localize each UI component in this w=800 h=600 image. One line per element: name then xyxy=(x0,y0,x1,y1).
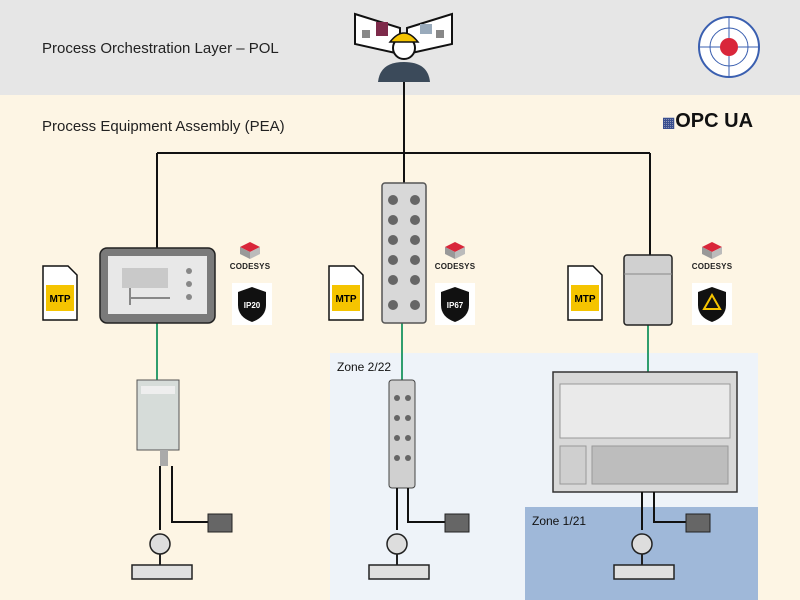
operator-icon xyxy=(354,12,453,82)
network-lines xyxy=(156,78,651,255)
hmi-panel xyxy=(99,247,216,324)
ip20-shield-icon: IP20 xyxy=(232,283,272,330)
io-block-ip67 xyxy=(381,182,427,324)
svg-text:MTP: MTP xyxy=(574,294,595,305)
field-cables xyxy=(159,466,686,530)
remote-io-left xyxy=(136,379,180,466)
codesys-label: CODESYS xyxy=(691,262,733,271)
flow-meter-right xyxy=(613,533,675,580)
pea-title: Process Equipment Assembly (PEA) xyxy=(42,118,285,135)
codesys-cube-icon xyxy=(235,240,265,260)
flow-meter-left xyxy=(131,533,193,580)
svg-text:IP20: IP20 xyxy=(244,301,261,310)
gateway-device xyxy=(623,254,673,326)
remote-io-cabinet xyxy=(552,371,738,493)
pol-title: Process Orchestration Layer – POL xyxy=(42,40,279,57)
codesys-label: CODESYS xyxy=(229,262,271,271)
mtp-document-icon: MTP xyxy=(328,265,364,326)
mtp-circle-logo xyxy=(698,16,760,78)
opc-ua-logo: ▦OPC UA xyxy=(662,110,754,132)
green-links xyxy=(156,322,649,380)
svg-text:MTP: MTP xyxy=(49,294,70,305)
atex-ex-shield-icon xyxy=(692,283,732,330)
codesys-label: CODESYS xyxy=(434,262,476,271)
mtp-document-icon: MTP xyxy=(567,265,603,326)
codesys-cube-icon xyxy=(440,240,470,260)
ip67-shield-icon: IP67 xyxy=(435,283,475,330)
flow-meter-center xyxy=(368,533,430,580)
svg-text:IP67: IP67 xyxy=(447,301,464,310)
svg-text:MTP: MTP xyxy=(335,294,356,305)
zone-2-22-label: Zone 2/22 xyxy=(337,360,392,374)
zone-1-21-label: Zone 1/21 xyxy=(532,514,587,528)
sensors xyxy=(207,513,711,533)
mtp-document-icon: MTP xyxy=(42,265,78,326)
codesys-cube-icon xyxy=(697,240,727,260)
io-block-zone2 xyxy=(388,379,416,489)
